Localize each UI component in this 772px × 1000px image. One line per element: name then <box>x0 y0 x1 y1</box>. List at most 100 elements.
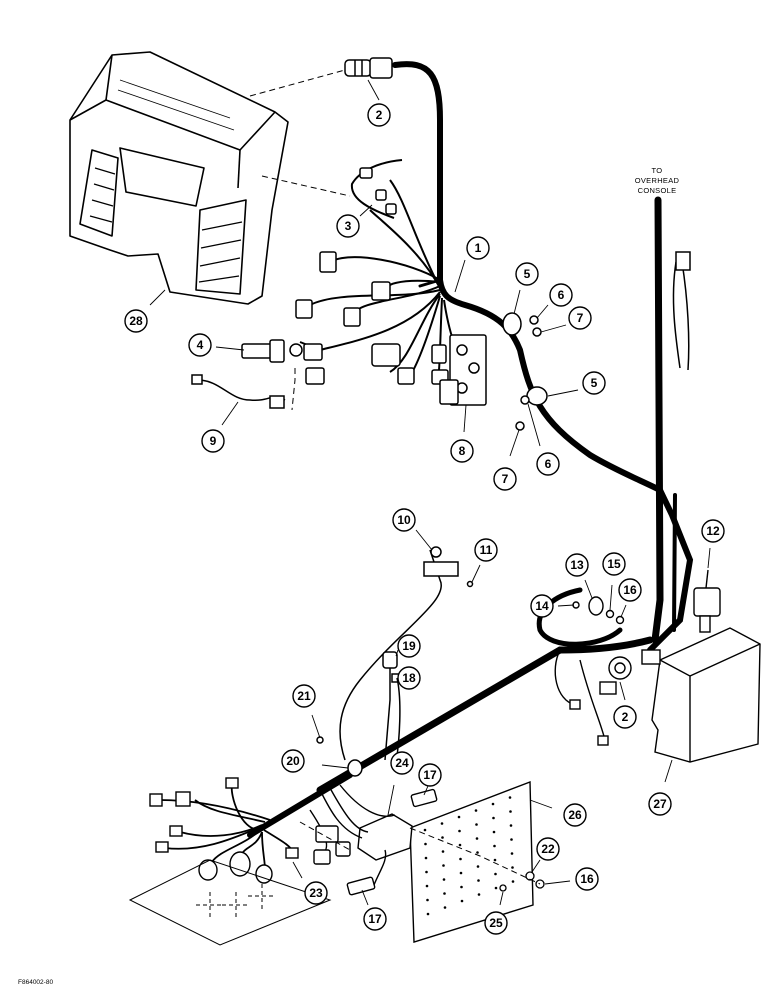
callout-circle <box>515 262 539 286</box>
panel-holes <box>423 796 515 916</box>
callout-2: 2 <box>613 705 637 729</box>
panel-hole <box>509 824 513 827</box>
callout-5: 5 <box>515 262 539 286</box>
note-line-2: OVERHEAD <box>635 176 680 185</box>
callout-circle <box>568 306 592 330</box>
callout-10: 10 <box>392 508 416 532</box>
callout-number: 26 <box>568 808 582 822</box>
overhead-console-note: TO OVERHEAD CONSOLE <box>635 166 680 195</box>
panel-hole <box>476 851 479 854</box>
panel-hole <box>458 829 461 833</box>
callout-number: 21 <box>297 689 311 703</box>
panel-hole <box>441 836 444 839</box>
callout-21: 21 <box>292 684 316 708</box>
panel-hole <box>442 864 445 867</box>
callout-number: 25 <box>489 916 503 930</box>
leader-line <box>707 547 711 569</box>
callout-6: 6 <box>536 452 560 476</box>
callout-circle <box>397 634 421 658</box>
callout-16: 16 <box>575 867 599 891</box>
callout-circle <box>397 666 421 690</box>
callout-circle <box>466 236 490 260</box>
leader-line <box>149 289 166 306</box>
panel-hole <box>424 842 427 846</box>
leader-line <box>359 204 373 217</box>
callout-number: 1 <box>475 241 482 255</box>
panel-hole <box>510 838 513 841</box>
callout-16: 16 <box>618 578 642 602</box>
callout-1: 1 <box>466 236 490 260</box>
leader-line <box>529 799 553 809</box>
callout-number: 10 <box>397 513 411 527</box>
callout-12: 12 <box>701 519 725 543</box>
panel-hole <box>459 871 463 875</box>
mounting-plate-outline <box>128 859 332 946</box>
callout-number: 2 <box>376 108 383 122</box>
panel-hole <box>475 823 478 826</box>
callout-15: 15 <box>602 552 626 576</box>
lower-connector-bodies <box>149 777 299 884</box>
panel-hardware <box>499 871 545 892</box>
panel-hole <box>425 870 428 874</box>
callout-number: 17 <box>368 912 382 926</box>
callout-circle <box>536 452 560 476</box>
panel-hole <box>458 843 462 847</box>
dashed-leaders <box>249 69 541 885</box>
callout-number: 19 <box>402 639 416 653</box>
callout-25: 25 <box>484 911 508 935</box>
callout-27: 27 <box>648 792 672 816</box>
callout-circle <box>292 684 316 708</box>
callout-circle <box>701 519 725 543</box>
callout-4: 4 <box>188 333 212 357</box>
leader-line <box>620 604 627 618</box>
callout-number: 14 <box>535 599 549 613</box>
callout-circle <box>281 749 305 773</box>
callout-number: 5 <box>591 376 598 390</box>
callout-18: 18 <box>397 666 421 690</box>
callout-circle <box>549 283 573 307</box>
callout-circle <box>363 907 387 931</box>
callout-number: 7 <box>502 472 509 486</box>
leader-line <box>664 759 673 783</box>
panel-hole <box>511 866 514 869</box>
callout-circle <box>390 751 414 775</box>
callout-number: 22 <box>541 842 555 856</box>
panel-hole <box>457 815 461 819</box>
callout-number: 3 <box>345 219 352 233</box>
callout-circle <box>575 867 599 891</box>
panel-hole <box>477 879 480 882</box>
callout-5: 5 <box>582 371 606 395</box>
panel-hole <box>426 912 430 916</box>
clamps-and-hardware <box>502 312 548 431</box>
leader-line <box>463 404 467 433</box>
control-module <box>651 627 761 763</box>
callout-number: 27 <box>653 797 667 811</box>
panel-hole <box>474 809 478 812</box>
leader-line <box>221 401 239 426</box>
leader-line <box>584 579 593 599</box>
callout-circle <box>474 538 498 562</box>
callout-7: 7 <box>568 306 592 330</box>
panel-hole <box>460 899 464 903</box>
callout-number: 18 <box>402 671 416 685</box>
leader-line <box>454 259 466 293</box>
sensor-10 <box>339 546 474 761</box>
callout-circle <box>124 309 148 333</box>
callout-circle <box>618 578 642 602</box>
callout-17: 17 <box>418 763 442 787</box>
callout-number: 9 <box>210 434 217 448</box>
callout-circle <box>304 881 328 905</box>
leader-line <box>619 681 626 701</box>
panel-hole <box>475 837 479 840</box>
callout-13: 13 <box>565 553 589 577</box>
callout-number: 12 <box>706 524 720 538</box>
callout-circle <box>418 763 442 787</box>
callout-9: 9 <box>201 429 225 453</box>
leader-line <box>536 304 549 319</box>
leader-line <box>387 784 395 816</box>
callout-number: 17 <box>423 768 437 782</box>
callout-number: 7 <box>577 311 584 325</box>
leader-line <box>292 861 303 879</box>
callout-circle <box>565 553 589 577</box>
